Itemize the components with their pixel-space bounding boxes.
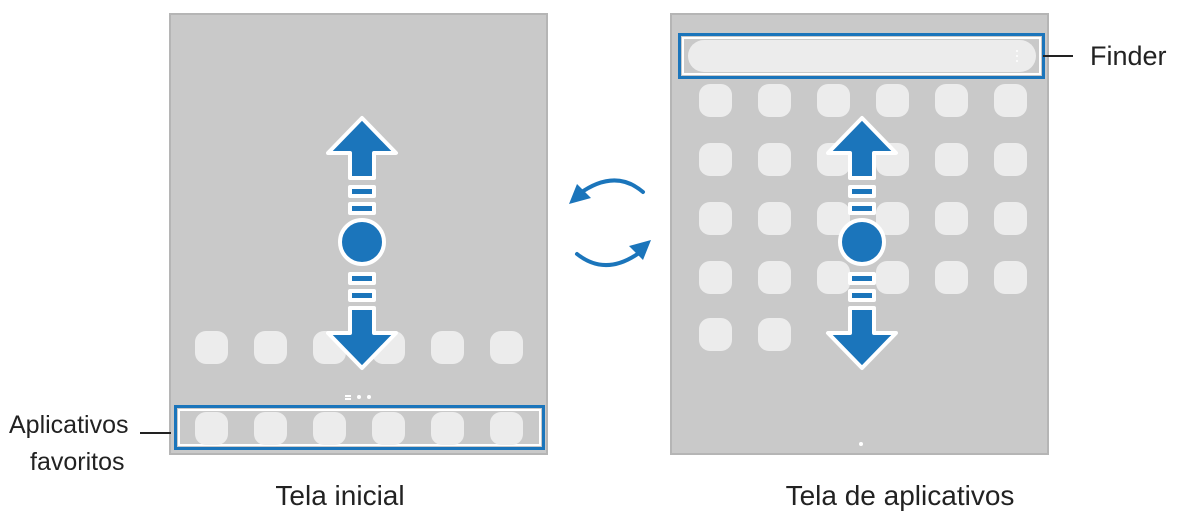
app-grid-icon[interactable] — [817, 84, 850, 117]
favorite-app-icon[interactable] — [254, 412, 287, 445]
app-grid-icon[interactable] — [758, 202, 791, 235]
app-grid-icon[interactable] — [699, 202, 732, 235]
refresh-cycle-icon — [569, 178, 651, 268]
page-indicator-dot — [367, 395, 371, 399]
app-grid-icon[interactable] — [935, 202, 968, 235]
finder-search-bar[interactable] — [688, 40, 1036, 72]
swipe-up-down-icon — [326, 116, 398, 370]
app-grid-icon[interactable] — [758, 143, 791, 176]
app-grid-icon[interactable] — [876, 84, 909, 117]
more-dot — [1016, 50, 1018, 52]
app-grid-icon[interactable] — [758, 84, 791, 117]
app-grid-icon[interactable] — [817, 261, 850, 294]
favorites-callout-line — [140, 432, 171, 434]
finder-callout-line — [1043, 55, 1073, 57]
page-indicator-home-glyph — [345, 395, 351, 397]
more-vertical-icon[interactable] — [1016, 50, 1018, 62]
page-indicator-dot — [357, 395, 361, 399]
app-grid-icon[interactable] — [994, 202, 1027, 235]
app-grid-icon[interactable] — [876, 261, 909, 294]
app-grid-icon[interactable] — [935, 261, 968, 294]
app-grid-icon[interactable] — [935, 143, 968, 176]
favorite-app-icon[interactable] — [313, 412, 346, 445]
app-grid-icon[interactable] — [758, 318, 791, 351]
page-indicator-dot[interactable] — [859, 442, 863, 446]
app-grid-icon[interactable] — [699, 84, 732, 117]
swipe-up-down-icon — [826, 116, 898, 370]
apps-screen-caption: Tela de aplicativos — [785, 480, 1015, 511]
app-grid-icon[interactable] — [935, 84, 968, 117]
app-grid-icon[interactable] — [994, 143, 1027, 176]
app-grid-icon[interactable] — [994, 261, 1027, 294]
home-app-icon[interactable] — [490, 331, 523, 364]
favorites-label-line1: Aplicativos — [9, 411, 129, 439]
home-app-icon[interactable] — [431, 331, 464, 364]
app-grid-icon[interactable] — [699, 143, 732, 176]
app-grid-icon[interactable] — [758, 261, 791, 294]
finder-label: Finder — [1090, 41, 1167, 71]
more-dot — [1016, 55, 1018, 57]
favorite-app-icon[interactable] — [490, 412, 523, 445]
page-indicator[interactable] — [345, 395, 375, 403]
favorite-app-icon[interactable] — [431, 412, 464, 445]
favorite-app-icon[interactable] — [372, 412, 405, 445]
more-dot — [1016, 60, 1018, 62]
app-grid-icon[interactable] — [699, 261, 732, 294]
home-app-icon[interactable] — [254, 331, 287, 364]
app-grid-icon[interactable] — [994, 84, 1027, 117]
home-screen-caption: Tela inicial — [275, 480, 405, 511]
favorites-dock — [174, 405, 545, 450]
app-grid-icon[interactable] — [699, 318, 732, 351]
favorites-label-line2: favoritos — [30, 448, 125, 476]
home-app-icon[interactable] — [195, 331, 228, 364]
favorite-app-icon[interactable] — [195, 412, 228, 445]
